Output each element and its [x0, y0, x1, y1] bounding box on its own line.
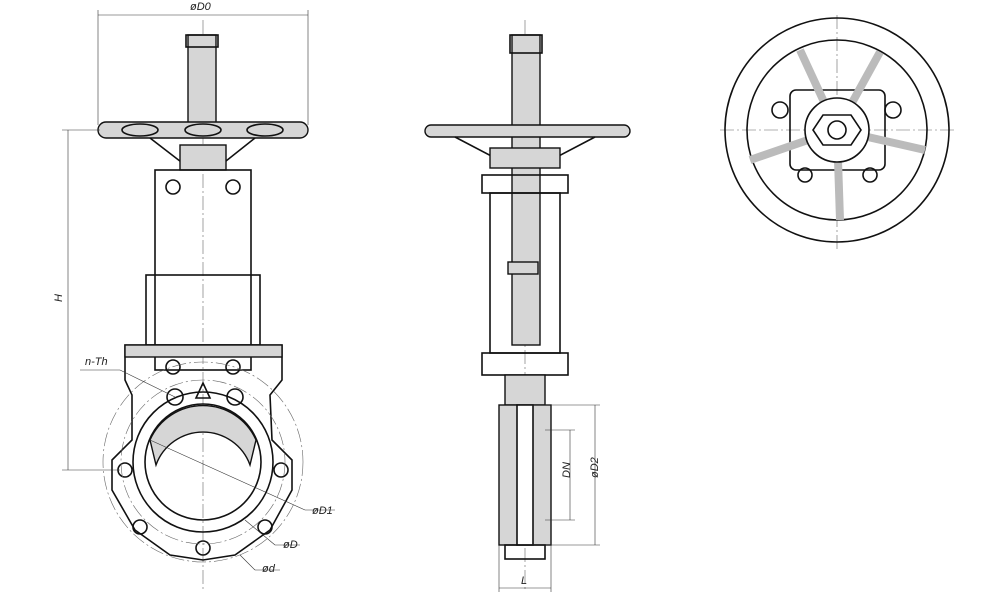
label-d1: øD1: [312, 505, 333, 517]
valve-body: [111, 344, 293, 561]
label-small-d: ød: [262, 563, 276, 575]
handwheel-side: [424, 124, 631, 138]
handwheel-top: [724, 17, 950, 243]
label-l: L: [521, 575, 527, 587]
label-d2: øD2: [589, 457, 601, 478]
yoke: [154, 169, 252, 371]
side-view: [424, 20, 631, 592]
label-h: H: [53, 294, 65, 302]
label-n-th: n-Th: [85, 356, 108, 368]
front-view: [62, 10, 335, 590]
stem-extension: [187, 34, 217, 126]
label-dn: DN: [561, 462, 573, 478]
label-d0: øD0: [190, 1, 212, 13]
top-view: [720, 15, 955, 250]
label-d: øD: [283, 539, 298, 551]
